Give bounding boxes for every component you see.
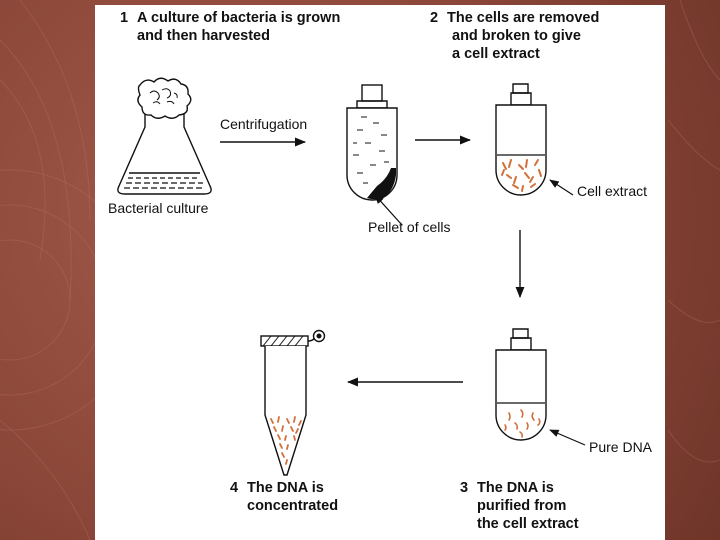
pellet-of-cells-marker (367, 168, 396, 200)
centrifugation-label: Centrifugation (220, 116, 308, 132)
pellet-of-cells-label: Pellet of cells (368, 219, 451, 235)
step-2-line-2: and broken to give (452, 28, 581, 44)
step-2-line-3: a cell extract (452, 46, 540, 62)
step-3-line-3: the cell extract (477, 516, 579, 532)
flask-icon (117, 77, 212, 195)
cell-fragments (501, 159, 542, 192)
pure-dna-label: Pure DNA (589, 439, 653, 455)
step-1-line-2: and then harvested (137, 28, 270, 44)
step-4-line-2: concentrated (247, 498, 339, 514)
suspended-cells (353, 116, 389, 184)
step-3-number: 3 (460, 480, 469, 496)
dna-purification-diagram (117, 77, 586, 476)
step-2-line-1: The cells are removed (447, 10, 600, 26)
step-4-number: 4 (230, 480, 239, 496)
concentrated-dna (270, 416, 302, 465)
pure-dna-bottle-icon (495, 328, 547, 441)
cell-extract-bottle-icon (495, 83, 547, 196)
pure-dna-strands (504, 409, 541, 438)
diagram-panel: 1 A culture of bacteria is grown and the… (95, 5, 665, 540)
step-2-number: 2 (430, 10, 439, 26)
step-1-number: 1 (120, 10, 129, 26)
microcentrifuge-tube-icon (260, 329, 326, 476)
bacterial-culture-label: Bacterial culture (108, 200, 209, 216)
step-3-line-2: purified from (477, 498, 567, 514)
step-1-line-1: A culture of bacteria is grown (137, 10, 341, 26)
cell-extract-label: Cell extract (577, 183, 648, 199)
step-4-line-1: The DNA is (247, 480, 324, 496)
step-3-line-1: The DNA is (477, 480, 554, 496)
centrifuge-tube-icon (346, 84, 398, 201)
